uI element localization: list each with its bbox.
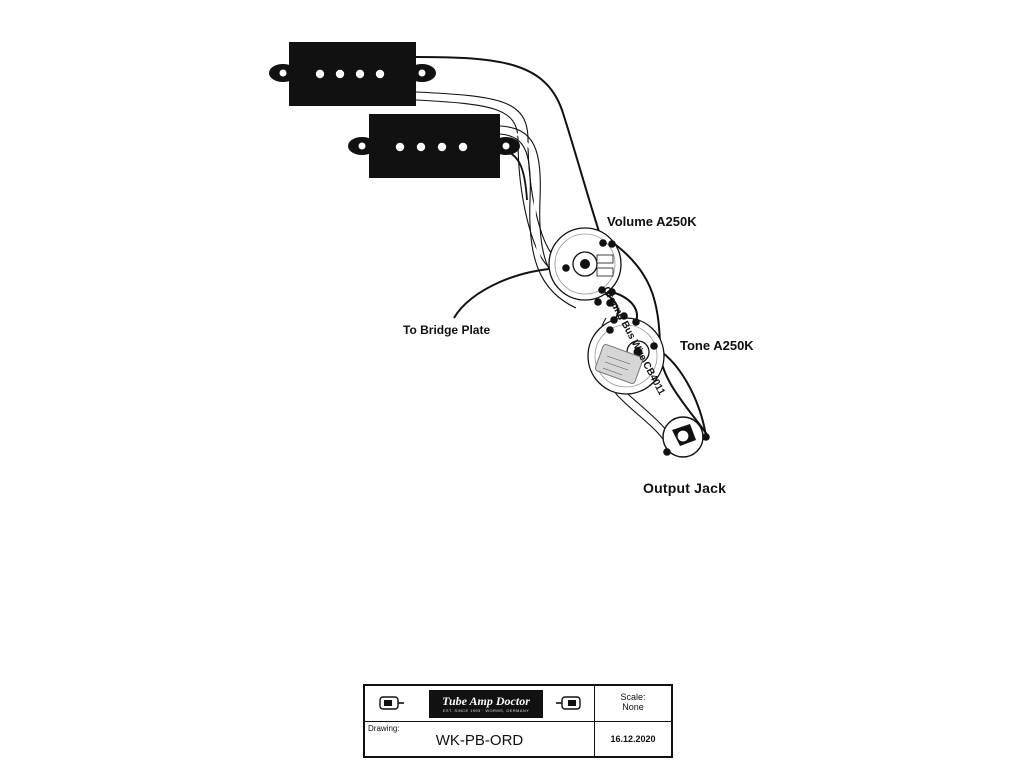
tone-capacitor — [594, 344, 644, 384]
pickup1-black-lead — [415, 56, 604, 245]
pickup-1 — [269, 42, 436, 106]
output-jack — [662, 416, 710, 458]
drawing-number: WK-PB-ORD — [435, 732, 524, 749]
pickup1-white-lead — [415, 91, 561, 263]
bridge-label: To Bridge Plate — [403, 323, 491, 337]
volume-pot — [548, 227, 622, 307]
drawing-date: 16.12.2020 — [610, 734, 656, 744]
drawing-label: Drawing: — [368, 724, 400, 733]
scale-label: Scale: — [620, 692, 646, 702]
volume-label: Volume A250K — [607, 214, 697, 229]
brand-tagline: EST. SINCE 1993 · WORMS, GERMANY — [442, 708, 530, 713]
bridge-ground-wire — [453, 267, 567, 319]
drawing-cell: Drawing: WK-PB-ORD — [365, 722, 595, 756]
title-block: Tube Amp Doctor EST. SINCE 1993 · WORMS,… — [363, 684, 673, 758]
scale-value: None — [622, 702, 644, 712]
brand-cell: Tube Amp Doctor EST. SINCE 1993 · WORMS,… — [365, 686, 595, 722]
tube-icon-left — [379, 696, 404, 710]
scale-cell: Scale: None — [595, 686, 671, 722]
pickup-2 — [348, 114, 520, 178]
brand-logo: Tube Amp Doctor EST. SINCE 1993 · WORMS,… — [429, 690, 543, 718]
output-jack-label: Output Jack — [643, 480, 727, 496]
tone-label: Tone A250K — [680, 338, 754, 353]
brand-name: Tube Amp Doctor — [442, 694, 530, 708]
tube-icon-right — [556, 696, 581, 710]
